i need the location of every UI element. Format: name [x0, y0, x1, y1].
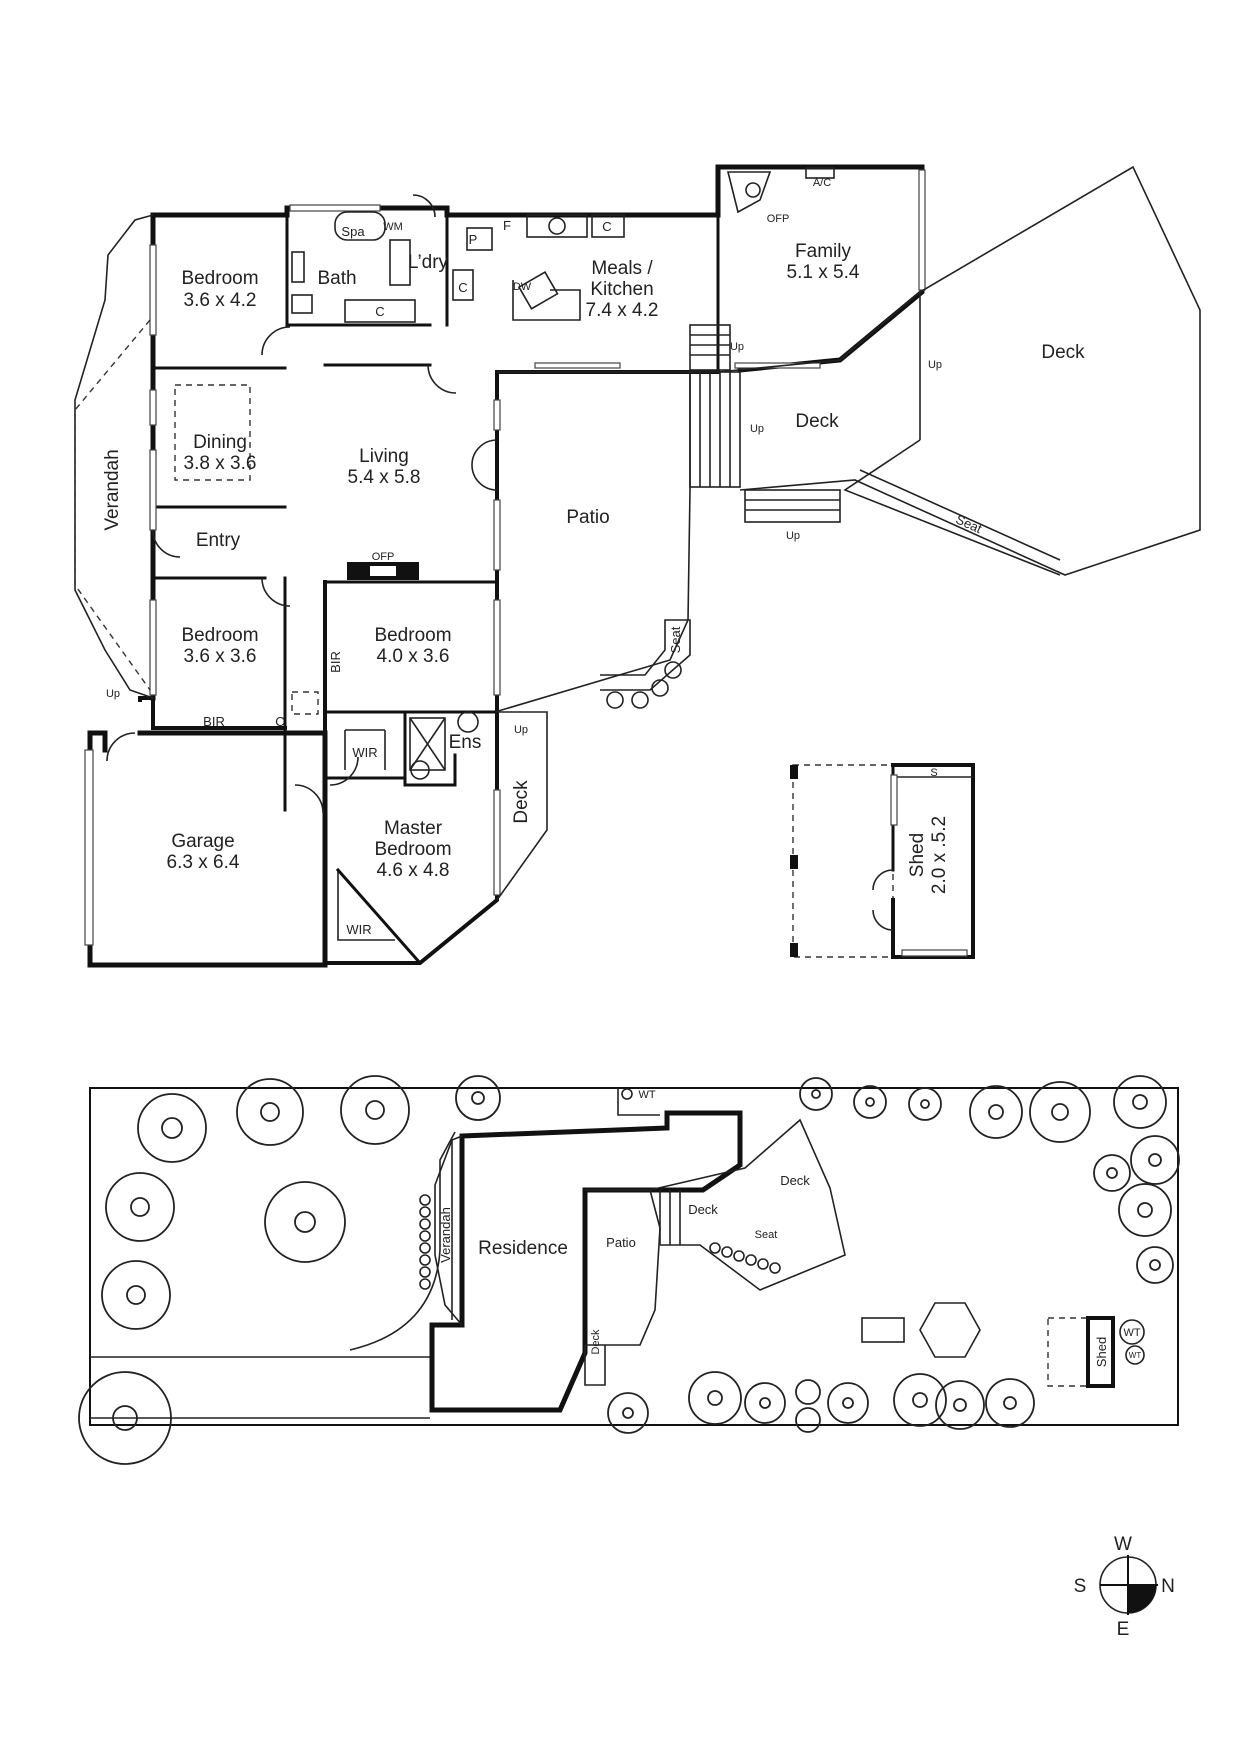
site-deck-3: Deck: [590, 1329, 602, 1355]
house-walls: [87, 164, 925, 968]
shed-plan: [790, 763, 975, 959]
site-shed: Shed: [1094, 1337, 1109, 1367]
room-name-master-1: Master: [384, 818, 443, 839]
room-name-laundry: L’dry: [408, 252, 449, 273]
site-deck-1: Deck: [688, 1202, 718, 1217]
label-ofp-living: OFP: [372, 551, 395, 563]
patio-planters: [606, 661, 682, 709]
label-dw: DW: [513, 281, 532, 293]
label-wir-ens: WIR: [352, 745, 377, 760]
room-name-bath: Bath: [317, 268, 356, 289]
site-deck-2: Deck: [780, 1173, 810, 1188]
room-size-living: 5.4 x 5.8: [348, 467, 421, 488]
label-up-deck: Up: [928, 359, 942, 371]
room-name-garage: Garage: [171, 831, 234, 852]
label-patio: Patio: [566, 507, 609, 528]
room-name-meals-1: Meals /: [591, 258, 653, 279]
label-up-bottom: Up: [786, 530, 800, 542]
label-ofp-family: OFP: [767, 213, 790, 225]
label-c-laundry: C: [458, 280, 467, 295]
compass-e: E: [1117, 1619, 1130, 1640]
room-name-bedroom1: Bedroom: [181, 268, 258, 289]
label-ens: Ens: [449, 732, 482, 753]
room-name-master-2: Bedroom: [374, 839, 451, 860]
room-size-meals: 7.4 x 4.2: [586, 300, 659, 321]
label-up-family: Up: [730, 341, 744, 353]
room-name-dining: Dining: [193, 432, 247, 453]
room-size-bedroom2: 3.6 x 3.6: [184, 646, 257, 667]
compass-n: N: [1161, 1576, 1175, 1597]
label-s-shed: S: [930, 767, 937, 779]
label-up-patio: Up: [514, 724, 528, 736]
compass-w: W: [1114, 1534, 1132, 1555]
label-up-steps: Up: [750, 423, 764, 435]
label-c-hall: C: [275, 714, 284, 729]
site-patio: Patio: [606, 1235, 636, 1250]
label-verandah: Verandah: [102, 449, 123, 530]
outdoor-areas: [74, 165, 1201, 901]
label-wir-master: WIR: [346, 922, 371, 937]
room-size-bedroom1: 3.6 x 4.2: [184, 290, 257, 311]
label-seat-deck: Seat: [954, 512, 985, 537]
label-deck-top: Deck: [1041, 342, 1085, 363]
room-size-garage: 6.3 x 6.4: [167, 852, 240, 873]
room-name-shed: Shed: [907, 833, 928, 877]
room-labels: Bedroom 3.6 x 4.2 Bath L’dry Meals / Kit…: [167, 241, 950, 894]
label-bir-bedroom: BIR: [203, 714, 225, 729]
room-name-bedroom2: Bedroom: [181, 625, 258, 646]
site-trees: [78, 1075, 1180, 1465]
kitchen-fixtures: [174, 167, 835, 780]
site-labels: Residence Verandah Patio Deck Deck Deck …: [438, 1089, 1141, 1367]
label-c-bath: C: [375, 304, 384, 319]
compass-labels: W S N E: [1074, 1534, 1175, 1640]
label-ac: A/C: [813, 177, 831, 189]
site-verandah: Verandah: [438, 1207, 453, 1263]
room-name-living: Living: [359, 446, 409, 467]
label-p: P: [469, 232, 478, 247]
label-up-verandah: Up: [106, 688, 120, 700]
compass-s: S: [1074, 1576, 1087, 1597]
room-size-master: 4.6 x 4.8: [377, 860, 450, 881]
site-residence: Residence: [478, 1238, 568, 1259]
compass-rose: [1099, 1555, 1158, 1615]
label-wm: WM: [383, 221, 403, 233]
room-name-family: Family: [795, 241, 851, 262]
label-deck-side: Deck: [511, 780, 532, 824]
site-seat: Seat: [755, 1229, 778, 1241]
site-wt-1: WT: [638, 1089, 655, 1101]
room-size-family: 5.1 x 5.4: [787, 262, 860, 283]
door-swings: [106, 194, 498, 814]
room-name-entry: Entry: [196, 530, 241, 551]
label-bir-hall: BIR: [328, 651, 343, 673]
label-f: F: [503, 218, 511, 233]
label-deck-mid: Deck: [795, 411, 839, 432]
room-size-bedroom3: 4.0 x 3.6: [377, 646, 450, 667]
site-wt-2: WT: [1123, 1327, 1140, 1339]
room-size-dining: 3.8 x 3.6: [184, 453, 257, 474]
room-size-shed: 2.0 x .5.2: [929, 816, 950, 894]
label-spa: Spa: [341, 224, 365, 239]
room-name-bedroom3: Bedroom: [374, 625, 451, 646]
site-wt-3: WT: [1129, 1351, 1142, 1360]
site-plan: [89, 1087, 1179, 1426]
feature-labels: Spa WM P F C C C C DW OFP OFP A/C Verand…: [102, 177, 1085, 937]
label-c-kitchen: C: [602, 219, 611, 234]
label-seat-patio: Seat: [668, 626, 683, 653]
room-name-meals-2: Kitchen: [590, 279, 653, 300]
